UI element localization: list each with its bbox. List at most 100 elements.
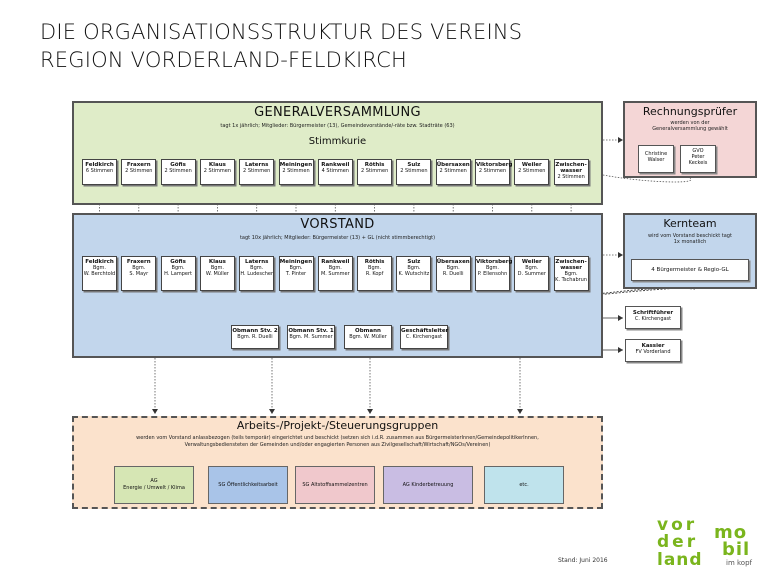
vs-member-role: Bgm.: [210, 265, 224, 271]
vs-member-person: W. Müller: [205, 271, 229, 277]
gv-member-votes: 2 Stimmen: [282, 168, 310, 174]
gv-member-votes: 6 Stimmen: [85, 168, 114, 174]
gv-member-votes: 2 Stimmen: [478, 168, 507, 174]
obmann-person: Bgm. W. Müller: [349, 334, 387, 340]
page-title-line2: REGION VORDERLAND-FELDKIRCH: [40, 48, 407, 72]
gv-member-name: Röthis: [364, 162, 385, 168]
vs-member-role: Bgm.: [289, 265, 303, 271]
rechnungspruefer-panel: Rechnungsprüfer werden von der Generalve…: [623, 101, 757, 178]
ag-group-line1: SG Öffentlichkeitsarbeit: [218, 481, 278, 488]
kt-heading: Kernteam: [663, 217, 717, 230]
rp-desc: werden von der Generalversammlung gewähl…: [652, 120, 728, 132]
vs-member-name: Sulz: [407, 259, 421, 265]
ag-dotted-lines: [154, 358, 521, 414]
gv-member-votes: 2 Stimmen: [203, 168, 232, 174]
gv-member-votes: 2 Stimmen: [557, 174, 585, 180]
gv-member-name: Rankweil: [321, 162, 350, 168]
vs-member-name: Übersaxen: [436, 259, 470, 265]
vs-member-person: T. Pinter: [285, 271, 307, 277]
rp-heading: Rechnungsprüfer: [642, 105, 738, 118]
vs-member-name: Göfis: [170, 259, 186, 265]
gv-member-votes: 2 Stimmen: [164, 168, 192, 174]
gv-member-votes: 2 Stimmen: [400, 168, 428, 174]
ag-group-line1: etc.: [519, 481, 529, 488]
vs-member-person: D. Summer: [517, 271, 546, 277]
vs-member-role: Bgm.: [407, 265, 421, 271]
ag-group-1: SG Öffentlichkeitsarbeit: [208, 466, 288, 504]
vs-member-name: Viktorsberg: [476, 259, 513, 265]
ag-group-line1: AG: [150, 478, 158, 484]
vs-member-person: M. Summer: [320, 271, 350, 277]
vs-member-person: H. Ludescher: [240, 271, 273, 277]
vs-member-name: Weiler: [521, 259, 542, 265]
gv-member-name: Sulz: [407, 162, 421, 168]
logo-mo: mo: [714, 522, 747, 543]
ag-heading: Arbeits-/Projekt-/Steuerungsgruppen: [236, 419, 439, 432]
kassier-box: Kassier FV Vorderland: [625, 339, 681, 362]
vs-member-name: Feldkirch: [85, 259, 114, 265]
vs-member-role: Bgm.: [250, 265, 264, 271]
mobil-logo: mo bil im kopf: [714, 522, 753, 567]
rp-person-1-line2: Walser: [647, 157, 665, 163]
gv-desc: tagt 1x jährlich; Mitglieder: Bürgermeis…: [220, 123, 455, 129]
vs-member-name: Meiningen: [279, 259, 313, 265]
obmann-person: Bgm. R. Duelli: [237, 334, 273, 340]
vs-member-role: Bgm.: [132, 265, 146, 271]
vs-member-person: R. Kopf: [365, 271, 384, 277]
vs-member-person: R. Duelli: [442, 271, 464, 277]
schriftfuehrer-title: Schriftführer: [632, 310, 674, 316]
ag-group-line1: SG Altstoffsammelzentren: [302, 481, 368, 488]
gv-member-votes: 2 Stimmen: [243, 168, 271, 174]
obmann-person: Bgm. M. Summer: [289, 334, 333, 340]
rp-person-1: Christine Walser: [638, 145, 674, 173]
gv-member-name: Viktorsberg: [476, 162, 513, 168]
gv-member-name: Weiler: [521, 162, 542, 168]
obmann-title: Obmann Stv. 1: [288, 328, 334, 334]
vs-member-person: P. Ellensohn: [477, 271, 508, 277]
kt-desc: wird vom Vorstand beschickt tagt 1x mona…: [648, 233, 732, 245]
logo-land: land: [657, 550, 703, 569]
rp-person-2-line3: Keckeis: [688, 160, 708, 166]
schriftfuehrer-person: C. Kirchengast: [634, 316, 672, 322]
vs-member-name: Zwischen- wasser: [555, 259, 587, 271]
gv-member-votes: 2 Stimmen: [518, 168, 546, 174]
ag-group-line1: AG Kinderbetreuung: [402, 481, 454, 488]
gv-heading: GENERALVERSAMMLUNG: [254, 105, 421, 120]
logo-tagline: im kopf: [726, 559, 753, 567]
gv-member-name: Übersaxen: [436, 162, 470, 168]
vs-member-role: Bgm.: [171, 265, 185, 271]
ag-group-line2: Energie / Umwelt / Klima: [123, 485, 185, 491]
rp-person-1-line1: Christine: [644, 151, 668, 157]
kt-content: 4 Bürgermeister & Regio-GL: [631, 259, 749, 281]
ag-desc-1: werden vom Vorstand anlassbezogen (teils…: [136, 435, 539, 441]
vorderland-logo: vor der land: [657, 515, 703, 569]
logo-der: der: [657, 532, 698, 552]
vs-member-role: Bgm.: [92, 265, 107, 271]
vs-member-role: Bgm.: [564, 271, 578, 277]
logo-vor: vor: [657, 515, 697, 535]
stand-date: Stand: Juni 2016: [558, 557, 608, 564]
rp-person-2-line2: Peter: [691, 154, 705, 160]
gv-member-name: Meiningen: [279, 162, 313, 168]
ag-group-4: etc.: [484, 466, 564, 504]
gv-member-votes: 2 Stimmen: [439, 168, 467, 174]
